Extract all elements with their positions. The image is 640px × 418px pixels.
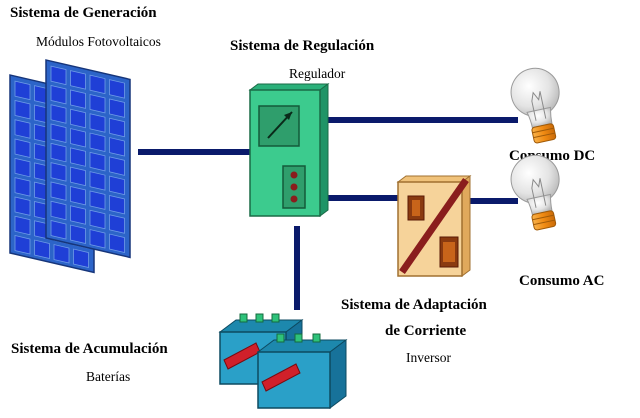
pv-cell [14,177,31,197]
light-bulb-icon [510,67,560,144]
pv-cell [109,214,125,234]
pv-cell [89,151,106,172]
pv-cell [109,117,125,138]
pv-cell [50,84,67,105]
pv-cell [89,74,106,95]
adaptation-subtitle: Inversor [406,350,451,365]
pv-cell [109,175,125,196]
accumulation-title: Sistema de Acumulación [11,341,168,357]
pv-cell [50,220,67,240]
pv-cell [109,194,125,215]
pv-cell [70,205,86,225]
pv-cell [70,166,86,187]
wires [138,117,518,310]
pv-cell [70,108,86,129]
pv-cell [70,147,86,167]
pv-cell [73,248,89,269]
pv-cell [14,119,31,139]
pv-cell [89,190,106,210]
adaptation-title-line1: Sistema de Adaptación [341,297,487,313]
pv-cell [50,162,67,182]
pv-cell [109,79,125,99]
pv-cell [14,215,31,236]
pv-cell [50,65,67,86]
accumulation-subtitle: Baterías [86,369,131,384]
generation-title: Sistema de Generación [10,5,157,21]
pv-cell [14,196,31,216]
pv-cell [50,123,67,144]
pv-cell [53,244,70,264]
pv-cell [109,98,125,118]
pv-cell [89,171,106,191]
pv-cell [50,104,67,124]
pv-cell [89,229,106,249]
pv-cell [34,239,50,260]
regulation-subtitle: Regulador [289,66,346,81]
pv-cell [70,128,86,148]
pv-cell [70,185,86,206]
regulation-title: Sistema de Regulación [230,38,375,54]
consumo-ac-label: Consumo AC [519,273,605,289]
pv-cell [89,209,106,230]
solar-panels [9,59,131,274]
pv-cell [14,157,31,178]
pv-cell [89,132,106,153]
solar-panel-icon [45,59,131,259]
pv-cell [89,113,106,133]
pv-cell [14,99,31,120]
inverter-icon [396,175,472,277]
pv-cell [50,200,67,221]
pv-cell [109,137,125,157]
battery-icon [256,333,348,409]
generation-subtitle: Módulos Fotovoltaicos [36,34,161,49]
pv-cell [109,233,125,254]
pv-cell [109,156,125,176]
pv-cell [70,224,86,245]
pv-cell [14,235,31,255]
pv-cell [14,80,31,101]
pv-cell [50,142,67,163]
pv-cell [70,89,86,109]
pv-cell [70,70,86,90]
light-bulb-icon [510,154,560,231]
pv-cell [50,181,67,201]
adaptation-title-line2: de Corriente [385,323,467,339]
regulator-icon [248,83,330,217]
pv-cell [14,138,31,159]
pv-cell [89,93,106,114]
